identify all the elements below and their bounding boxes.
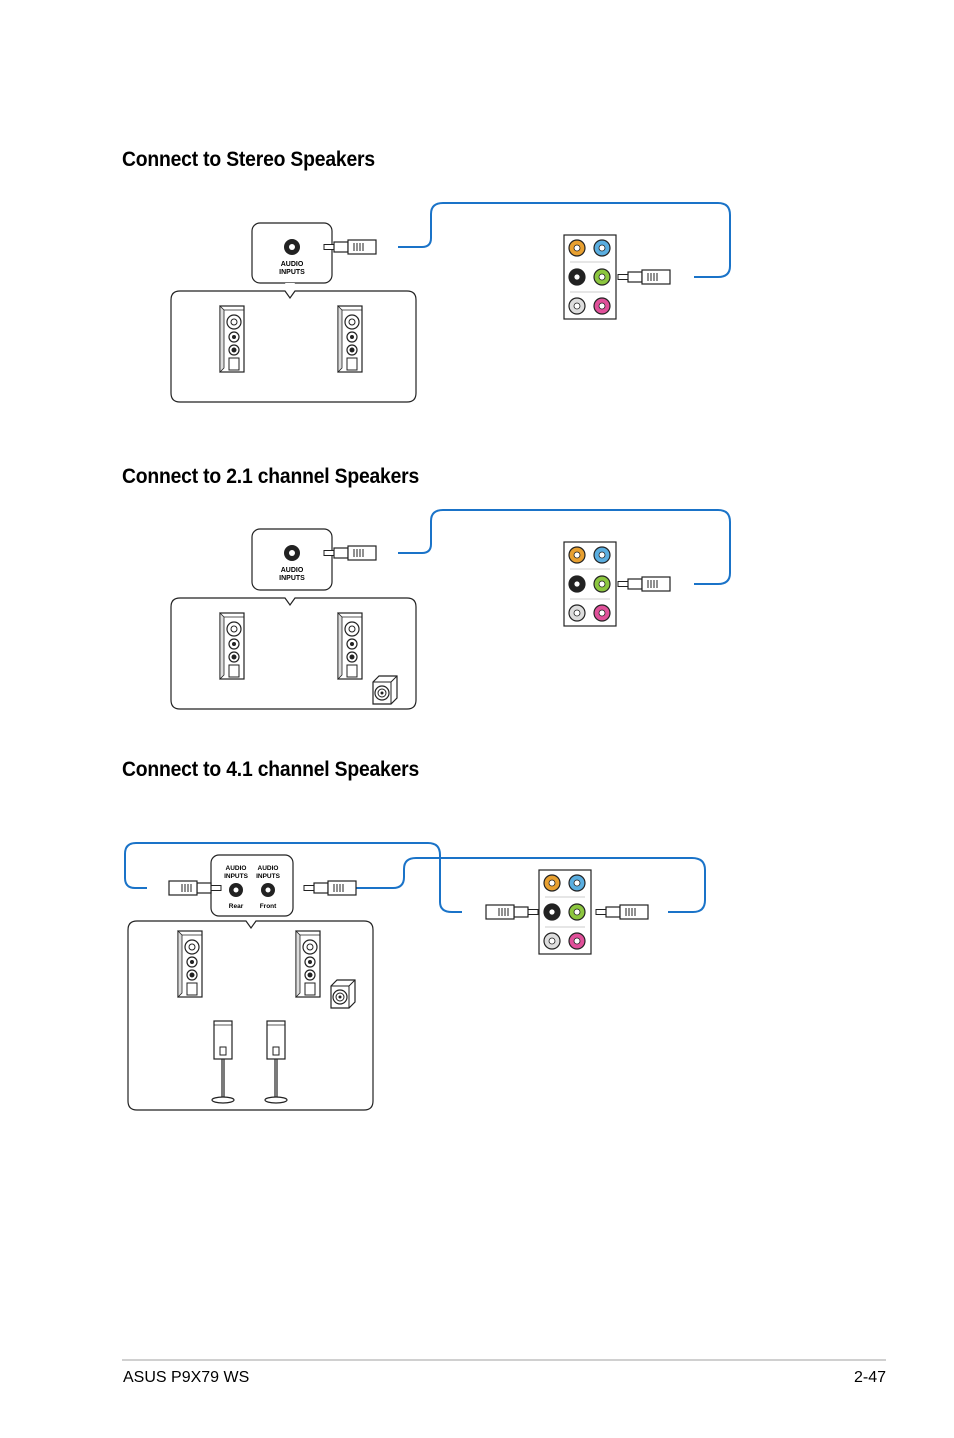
plug-icon bbox=[303, 880, 357, 896]
front-label: Front bbox=[260, 903, 277, 910]
section-title-4-1: Connect to 4.1 channel Speakers bbox=[122, 758, 420, 781]
stereo-diagram: AUDIO INPUTS bbox=[170, 202, 731, 403]
rear-label: Rear bbox=[229, 903, 244, 910]
audio-cable bbox=[398, 509, 731, 585]
front-right-speaker-icon bbox=[337, 612, 363, 680]
audio-jack-panel bbox=[563, 541, 617, 627]
front-left-speaker-icon bbox=[177, 930, 203, 998]
subwoofer-icon bbox=[372, 675, 398, 705]
audio-cable bbox=[398, 202, 731, 278]
audio-input-label-1: AUDIO bbox=[258, 865, 279, 872]
section-title-2-1: Connect to 2.1 channel Speakers bbox=[122, 465, 420, 488]
front-audio-cable bbox=[356, 857, 706, 913]
footer-product-name: ASUS P9X79 WS bbox=[123, 1369, 250, 1386]
footer-divider bbox=[122, 1359, 886, 1361]
plug-icon bbox=[617, 269, 671, 285]
speaker-area bbox=[170, 290, 417, 403]
audio-input-label-2: INPUTS bbox=[279, 269, 305, 276]
audio-input-label-1: AUDIO bbox=[226, 865, 247, 872]
plug-icon bbox=[595, 904, 649, 920]
speaker-area bbox=[127, 920, 374, 1111]
audio-input-box bbox=[210, 854, 294, 917]
audio-input-label-1: AUDIO bbox=[281, 567, 304, 574]
rear-audio-cable bbox=[124, 842, 462, 913]
audio-input-label-2: INPUTS bbox=[224, 873, 249, 880]
plug-icon bbox=[617, 576, 671, 592]
audio-jack-panel bbox=[538, 869, 592, 955]
2-1-diagram: AUDIO INPUTS bbox=[170, 509, 731, 710]
front-left-speaker-icon bbox=[219, 305, 245, 373]
front-left-speaker-icon bbox=[219, 612, 245, 680]
audio-jack-panel bbox=[563, 234, 617, 320]
audio-input-label-2: INPUTS bbox=[256, 873, 281, 880]
audio-input-label-2: INPUTS bbox=[279, 575, 305, 582]
front-right-speaker-icon bbox=[295, 930, 321, 998]
subwoofer-icon bbox=[330, 979, 356, 1009]
audio-input-label-1: AUDIO bbox=[281, 261, 304, 268]
plug-icon bbox=[485, 904, 539, 920]
4-1-diagram: AUDIO INPUTS AUDIO INPUTS Rear Front bbox=[124, 842, 706, 1111]
section-title-stereo: Connect to Stereo Speakers bbox=[122, 148, 375, 171]
front-right-speaker-icon bbox=[337, 305, 363, 373]
footer-page-number: 2-47 bbox=[853, 1369, 886, 1386]
